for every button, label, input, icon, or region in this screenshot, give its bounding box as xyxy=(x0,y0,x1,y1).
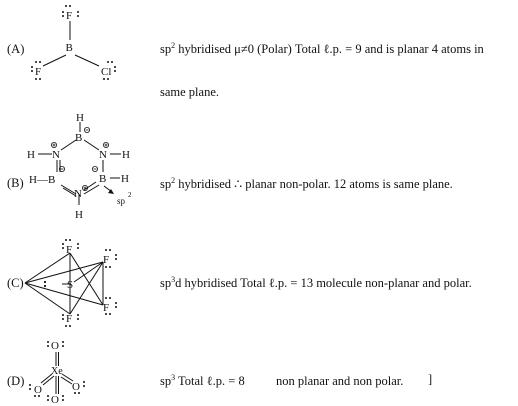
option-c-text: sp3d hybridised Total ℓ.p. = 13 molecule… xyxy=(160,274,472,290)
atom-f-left: F xyxy=(35,66,41,78)
atom-b-right: B xyxy=(99,173,106,185)
option-d-text-polarity: non planar and non polar. xyxy=(276,374,404,388)
atom-f-right-bottom: F xyxy=(103,302,109,314)
atom-s-center: S xyxy=(67,279,73,291)
atom-n-right: N xyxy=(99,149,107,161)
atom-o-bottom: O xyxy=(51,394,59,406)
option-b-label: (B) xyxy=(7,176,24,190)
atom-o-left: O xyxy=(34,384,42,396)
atom-h-b-right: H xyxy=(121,173,129,185)
atom-xe-center: Xe xyxy=(51,366,63,377)
atom-h-top: H xyxy=(76,112,84,124)
atom-h-bottom: H xyxy=(75,209,83,221)
option-d-label: (D) xyxy=(7,374,25,388)
atom-f-bottom: F xyxy=(66,313,72,325)
closing-bracket: ] xyxy=(428,372,433,386)
atom-b-top: B xyxy=(75,132,82,144)
option-b-text: sp2 hybridised ∴ planar non-polar. 12 at… xyxy=(160,175,453,191)
atom-f-top: F xyxy=(66,10,72,22)
hybridisation-label: sp xyxy=(117,196,126,206)
atom-o-top: O xyxy=(51,340,59,352)
option-d-text: sp3 Total ℓ.p. = 8 xyxy=(160,372,245,388)
atom-cl-right: Cl xyxy=(101,66,111,78)
atom-h-b-left: H—B xyxy=(29,174,55,186)
atom-h-right: H xyxy=(122,149,130,161)
hybridisation-sup: 2 xyxy=(128,191,132,199)
atom-h-left: H xyxy=(27,149,35,161)
atom-b-center: B xyxy=(66,42,73,54)
atom-n-bottom: N xyxy=(74,188,82,200)
option-a-label: (A) xyxy=(7,42,25,56)
option-a-text: sp2 hybridised μ≠0 (Polar) Total ℓ.p. = … xyxy=(160,40,484,56)
atom-f-top: F xyxy=(66,244,72,256)
atom-o-right: O xyxy=(72,381,80,393)
option-c-label: (C) xyxy=(7,276,24,290)
atom-f-right-top: F xyxy=(103,254,109,266)
atom-n-left: N xyxy=(52,149,60,161)
option-a-text-continued: same plane. xyxy=(160,85,220,99)
